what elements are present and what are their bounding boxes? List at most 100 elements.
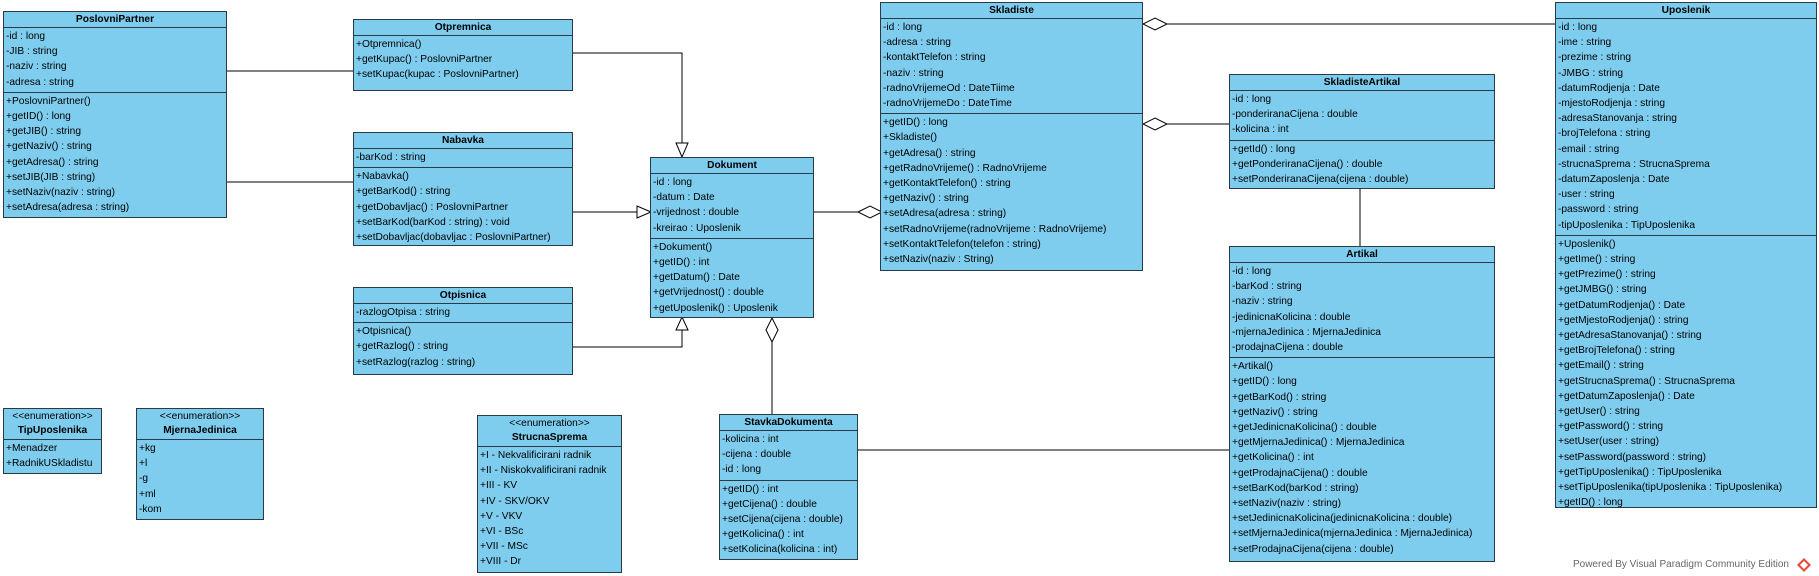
aggregation-diamond-skladiste-uposlenik	[1141, 17, 1169, 31]
member-row: +IV - SKV/OKV	[480, 495, 550, 507]
member-row: +III - KV	[480, 480, 518, 492]
member-row: -id : long	[1232, 94, 1272, 105]
methods: +PoslovniPartner()+getID() : long+getJIB…	[4, 91, 226, 218]
stereotype: <<enumeration>>	[509, 418, 590, 429]
methods: +getID() : int+getCijena() : double+setC…	[720, 479, 857, 560]
member-row: +getBrojTelefona() : string	[1558, 345, 1675, 357]
member-row: +getKolicina() : int	[1232, 452, 1314, 464]
member-row: +getTipUposlenika() : TipUposlenika	[1558, 466, 1722, 478]
attributes: -id : long-adresa : string-kontaktTelefo…	[881, 19, 1142, 113]
methods: +getID() : long+Skladiste()+getAdresa() …	[881, 113, 1142, 269]
member-row: -id : long	[6, 31, 46, 42]
member-row: -radnoVrijemeOd : DateTiime	[883, 82, 1015, 94]
member-row: -kontaktTelefon : string	[883, 52, 986, 64]
member-row: +getAdresa() : string	[6, 156, 99, 168]
generalization-arrow-bottom	[675, 315, 689, 331]
member-row: +getRadnoVrijeme() : RadnoVrijeme	[883, 162, 1047, 174]
member-row: -cijena : double	[722, 449, 792, 461]
composition-diamond-dokument	[765, 316, 779, 344]
enum-tip-uposlenika[interactable]: <<enumeration>> TipUposlenika +Menadzer+…	[3, 408, 102, 474]
member-row: +VI - BSc	[480, 526, 524, 538]
member-row: +setUser(user : string)	[1558, 436, 1660, 448]
visual-paradigm-logo-icon	[1797, 558, 1811, 572]
class-skladiste-artikal[interactable]: SkladisteArtikal -id : long-ponderiranaC…	[1229, 74, 1495, 189]
enum-mjerna-jedinica[interactable]: <<enumeration>> MjernaJedinica +kg+l-g+m…	[136, 408, 264, 520]
methods: +Otpisnica()+getRazlog() : string+setRaz…	[354, 322, 572, 372]
attributes: -barKod : string	[354, 149, 572, 167]
member-row: -id : long	[1232, 266, 1272, 277]
member-row: +setTipUposlenika(tipUposlenika : TipUpo…	[1558, 482, 1783, 494]
member-row: -tipUposlenika : TipUposlenika	[1558, 219, 1696, 231]
member-row: +Otpisnica()	[356, 326, 412, 338]
methods: +Artikal() +getID() : long +getBarKod() : …	[1230, 357, 1494, 559]
footer-text: Powered By Visual Paradigm Community Edi…	[1572, 559, 1789, 570]
member-row: +Menadzer	[6, 443, 58, 454]
member-row: +getId() : long	[1232, 143, 1296, 155]
member-row: +RadnikUSkladistu	[6, 458, 93, 470]
class-stavka-dokumenta[interactable]: StavkaDokumenta -kolicina : int-cijena :…	[719, 414, 858, 560]
member-row: -barKod : string	[1232, 281, 1302, 293]
member-row: +setRazlog(razlog : string)	[356, 356, 476, 368]
enum-name: StrucnaSprema	[511, 432, 588, 443]
class-skladiste[interactable]: Skladiste -id : long-adresa : string-kon…	[880, 2, 1143, 271]
member-row: +getIme() : string	[1558, 254, 1636, 266]
member-row: -jedinicnaKolicina : double	[1232, 311, 1351, 323]
attributes: -id : long-ponderiranaCijena : double-ko…	[1230, 91, 1494, 140]
stereotype: <<enumeration>>	[12, 411, 93, 422]
member-row: +setNaziv(naziv : string)	[1232, 498, 1341, 510]
member-row: +VIII - Dr	[480, 556, 522, 568]
attributes: -id : long-barKod : string-naziv : strin…	[1230, 263, 1494, 357]
member-row: +Skladiste()	[883, 132, 938, 144]
attributes: -id : long-JIB : string-naziv : string-a…	[4, 28, 226, 92]
aggregation-diamond-skladiste-artikal	[1141, 117, 1169, 131]
member-row: +setAdresa(adresa : string)	[883, 208, 1007, 220]
member-row: +setAdresa(adresa : string)	[6, 202, 130, 214]
enum-header: <<enumeration>> MjernaJedinica	[137, 409, 263, 440]
methods: +Nabavka()+getBarKod() : string+getDobav…	[354, 167, 572, 247]
member-row: +setDobavljac(dobavljac : PoslovniPartne…	[356, 232, 551, 244]
class-uposlenik[interactable]: Uposlenik -id : long-ime : string-prezim…	[1555, 2, 1817, 508]
generalization-otpremnica	[573, 52, 683, 143]
member-row: +getNaziv() : string	[883, 193, 969, 205]
member-row: +getDobavljac() : PoslovniPartner	[356, 201, 509, 213]
member-row: -id : long	[653, 177, 693, 188]
class-name: StavkaDokumenta	[720, 415, 857, 431]
member-row: +getID() : long	[1232, 376, 1297, 388]
class-dokument[interactable]: Dokument -id : long-datum : Date-vrijedn…	[650, 157, 814, 318]
member-row: +getBarKod() : string	[1232, 391, 1327, 403]
class-name: Uposlenik	[1556, 3, 1816, 19]
member-row: -g	[139, 473, 149, 485]
member-row: +PoslovniPartner()	[6, 95, 91, 107]
literals: +Menadzer +RadnikUSkladistu	[4, 440, 101, 473]
methods: +Otpremnica()+getKupac() : PoslovniPartn…	[354, 36, 572, 85]
member-row: +setKupac(kupac : PoslovniPartner)	[356, 69, 519, 81]
enum-strucna-sprema[interactable]: <<enumeration>> StrucnaSprema +I - Nekva…	[477, 415, 622, 573]
member-row: -vrijednost : double	[653, 207, 740, 219]
member-row: +setKontaktTelefon(telefon : string)	[883, 238, 1041, 250]
member-row: +Artikal()	[1232, 361, 1274, 373]
class-otpisnica[interactable]: Otpisnica -razlogOtpisa : string +Otpisn…	[353, 287, 573, 375]
class-otpremnica[interactable]: Otpremnica +Otpremnica()+getKupac() : Po…	[353, 19, 573, 91]
class-nabavka[interactable]: Nabavka -barKod : string +Nabavka()+getB…	[353, 132, 573, 246]
member-row: -brojTelefona : string	[1558, 128, 1651, 140]
member-row: -id : long	[883, 22, 923, 33]
member-row: +getID() : long	[6, 111, 71, 123]
member-row: +getUser() : string	[1558, 406, 1640, 418]
enum-header: <<enumeration>> StrucnaSprema	[478, 416, 621, 447]
member-row: -id : long	[722, 464, 762, 476]
member-row: -radnoVrijemeDo : DateTime	[883, 98, 1012, 110]
enum-header: <<enumeration>> TipUposlenika	[4, 409, 101, 440]
member-row: -prodajnaCijena : double	[1232, 342, 1344, 354]
member-row: +getID() : int	[722, 483, 779, 495]
class-poslovni-partner[interactable]: PoslovniPartner -id : long-JIB : string-…	[3, 11, 227, 218]
literals: +kg+l-g+ml-kom	[137, 440, 263, 519]
member-row: +getStrucnaSprema() : StrucnaSprema	[1558, 375, 1735, 387]
member-row: -mjernaJedinica : MjernaJedinica	[1232, 326, 1381, 338]
member-row: +getAdresa() : string	[883, 147, 976, 159]
class-artikal[interactable]: Artikal -id : long-barKod : string-naziv…	[1229, 246, 1495, 562]
member-row: +kg	[139, 443, 156, 454]
member-row: -naziv : string	[883, 67, 944, 79]
member-row: +ml	[139, 488, 156, 500]
methods: +Uposlenik()+getIme() : string+getPrezim…	[1556, 234, 1816, 513]
